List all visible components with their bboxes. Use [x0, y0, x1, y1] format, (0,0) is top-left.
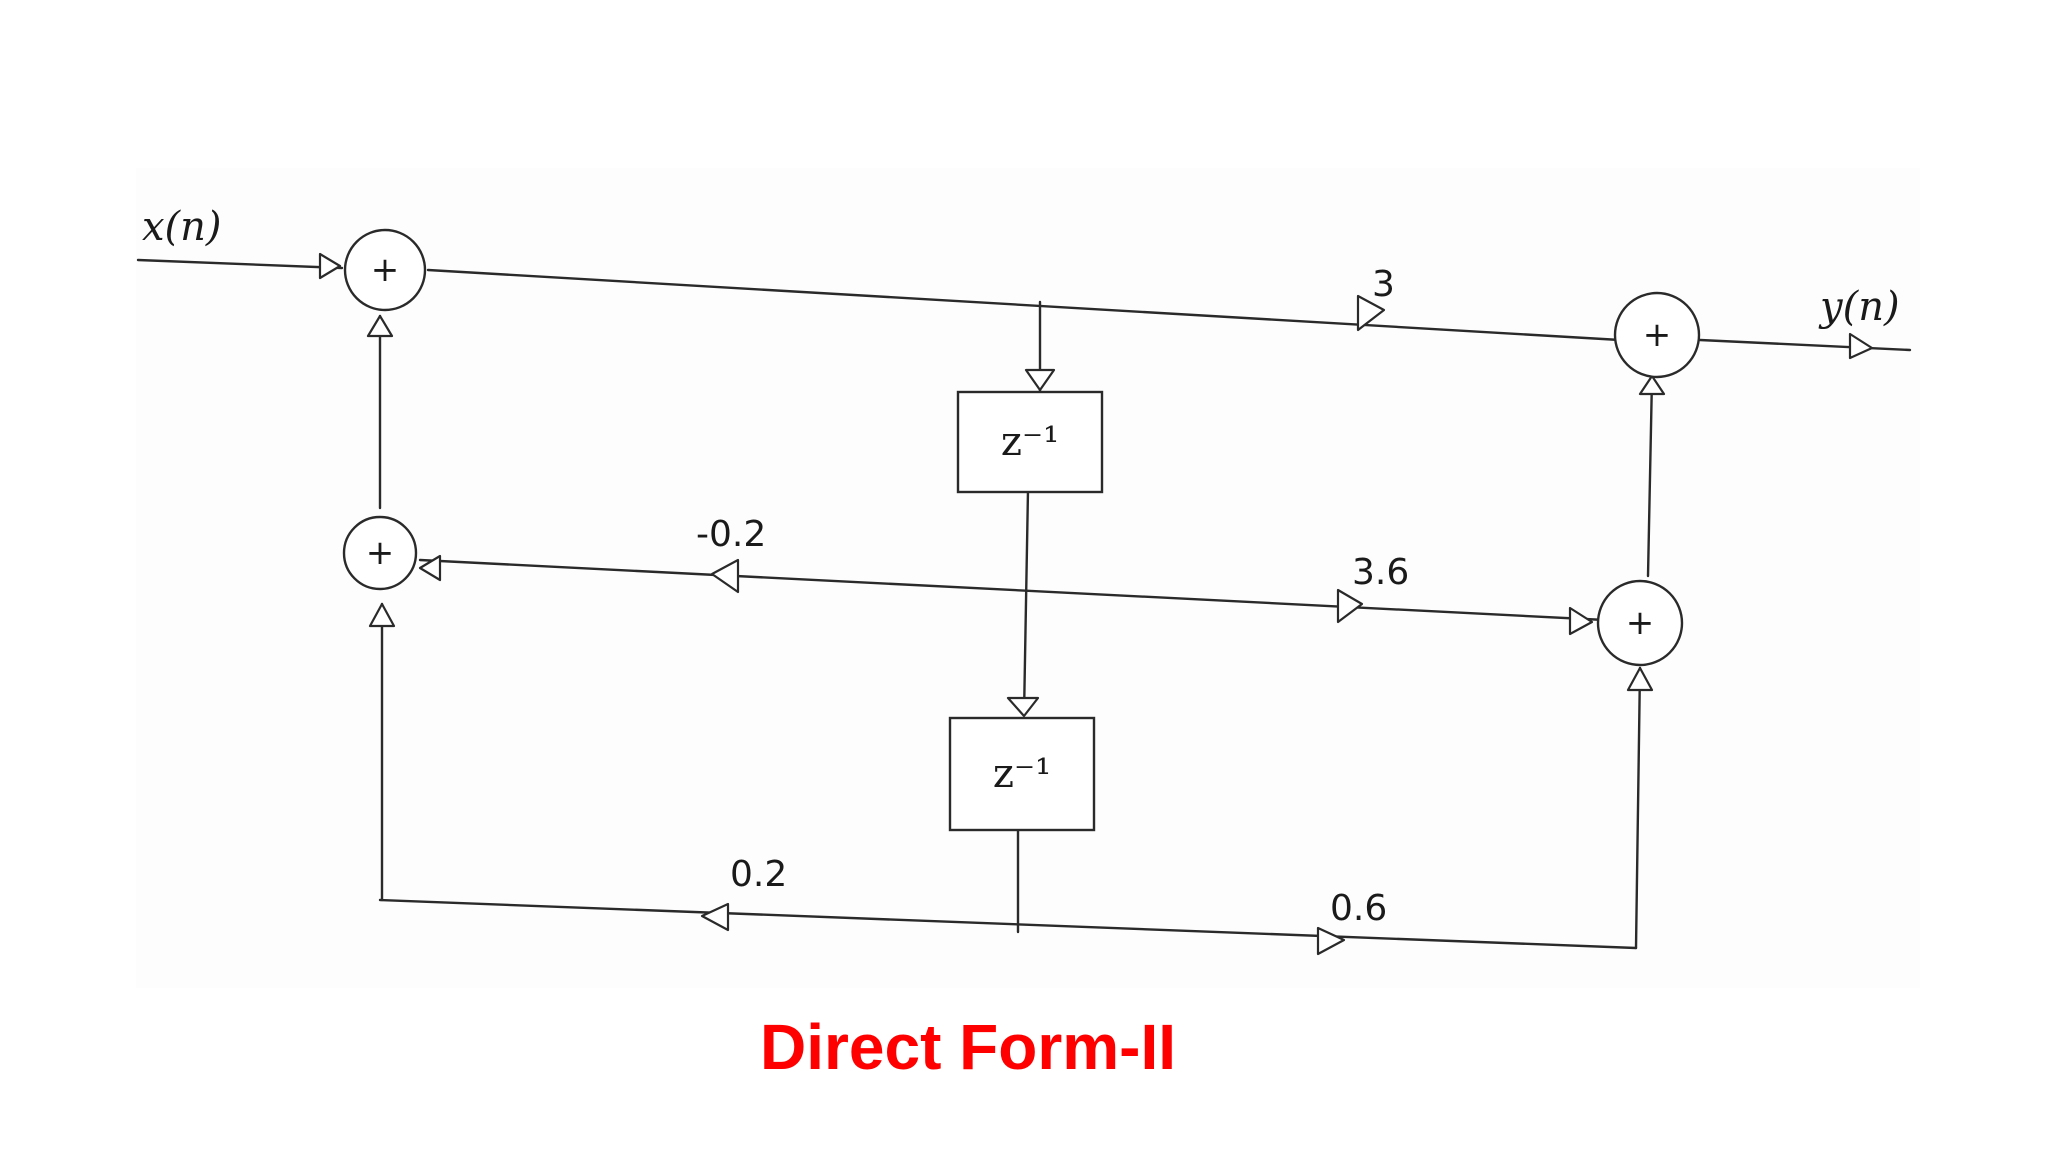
- adder-2: +: [342, 515, 418, 591]
- arrowhead-into-delay1: [1024, 368, 1056, 392]
- coefficient-b1: 3.6: [1352, 552, 1409, 593]
- adder-1-sign: +: [371, 250, 400, 290]
- arrowhead-into-adder3-bottom: [1626, 666, 1654, 692]
- coefficient-a1: -0.2: [696, 514, 766, 555]
- adder-3-sign: +: [1626, 603, 1655, 643]
- delay-element-2: z⁻¹: [948, 716, 1096, 832]
- input-signal-label: x(n): [142, 204, 222, 250]
- right-upper-vertical: [1646, 376, 1654, 578]
- arrowhead-a1: [710, 558, 740, 594]
- diagram-caption: Direct Form-II: [759, 1011, 1177, 1083]
- bottom-line: [378, 898, 1638, 950]
- output-line: [1698, 338, 1912, 352]
- delay1-to-delay2: [1022, 488, 1030, 717]
- arrowhead-b2: [1316, 926, 1346, 956]
- adder-2-sign: +: [366, 533, 395, 573]
- arrowhead-b0: [1356, 294, 1386, 332]
- input-line: [136, 258, 344, 270]
- coefficient-b0: 3: [1372, 264, 1395, 305]
- delay-element-1: z⁻¹: [956, 390, 1104, 494]
- adder-1: +: [343, 228, 427, 312]
- arrowhead-into-delay2: [1006, 696, 1040, 718]
- coefficient-a2: 0.2: [730, 854, 787, 895]
- arrowhead-into-adder4: [1638, 374, 1666, 396]
- adder-2-circle: [342, 515, 418, 591]
- arrowhead-a2: [700, 902, 730, 932]
- arrowhead-b1: [1336, 588, 1364, 624]
- delay-1-label: z⁻¹: [1001, 419, 1059, 465]
- arrowhead-input: [318, 252, 342, 280]
- top-forward-line: [426, 268, 1622, 342]
- arrowhead-into-adder1: [366, 314, 394, 338]
- output-signal-label: y(n): [1818, 284, 1900, 330]
- arrowhead-output: [1848, 332, 1874, 360]
- middle-line: [418, 558, 1607, 622]
- coefficient-b2: 0.6: [1330, 888, 1387, 929]
- arrowhead-into-adder2-bottom: [368, 602, 396, 628]
- arrowhead-into-adder3: [1568, 606, 1594, 636]
- adder-3: +: [1596, 579, 1684, 667]
- adder-4-sign: +: [1643, 315, 1672, 355]
- delay-2-label: z⁻¹: [993, 751, 1051, 797]
- delay-2-box: [948, 716, 1096, 832]
- delay-1-box: [956, 390, 1104, 494]
- right-lower-vertical: [1634, 666, 1642, 950]
- adder-1-circle: [343, 228, 427, 312]
- adder-3-circle: [1596, 579, 1684, 667]
- adder-4-circle: [1613, 291, 1701, 379]
- adder-4: +: [1613, 291, 1701, 379]
- arrowhead-into-adder2: [418, 554, 442, 582]
